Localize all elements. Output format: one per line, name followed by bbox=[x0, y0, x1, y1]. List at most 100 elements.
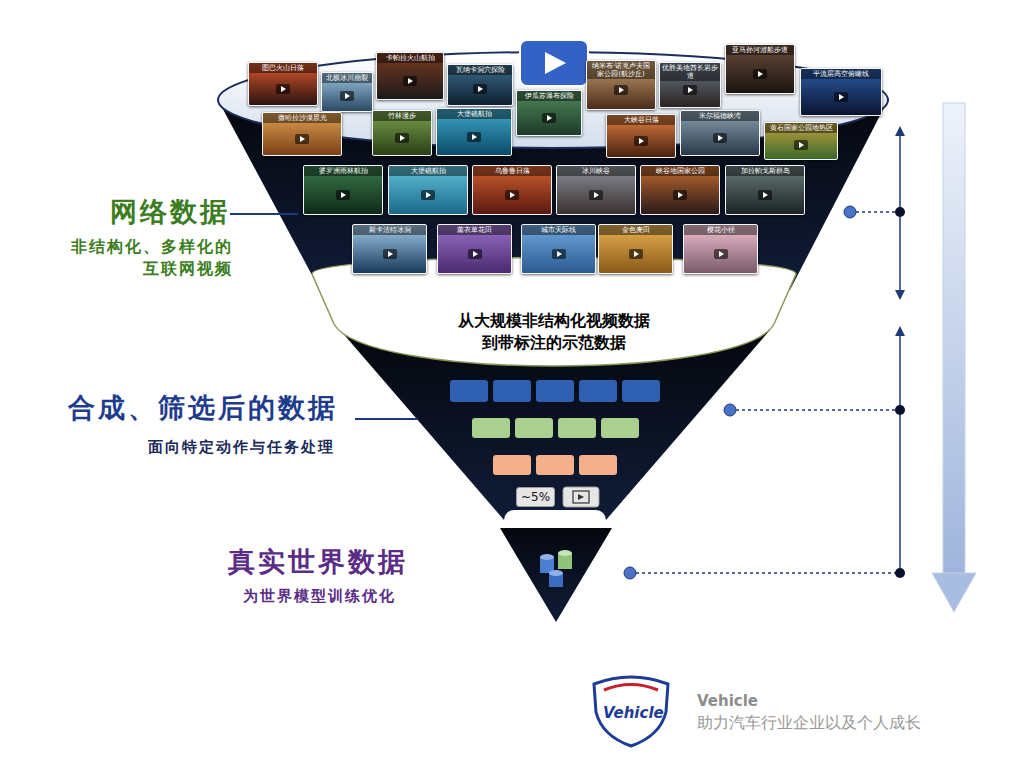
funnel-part bbox=[932, 573, 976, 612]
database-icon bbox=[540, 550, 572, 587]
thumbnail-title: 亚马孙河游船步道 bbox=[726, 45, 794, 55]
play-triangle bbox=[557, 251, 562, 257]
play-triangle bbox=[619, 87, 624, 93]
video-thumbnail: 薰衣草花田 bbox=[437, 224, 512, 274]
play-icon bbox=[614, 85, 628, 95]
play-icon bbox=[589, 190, 603, 200]
video-thumbnail: 冰川峡谷 bbox=[556, 165, 636, 215]
video-thumbnail: 北极冰川崩裂 bbox=[321, 72, 373, 112]
funnel-part bbox=[472, 418, 510, 438]
bottom-cone bbox=[500, 528, 612, 622]
video-thumbnail: 黄石国家公园地热区 bbox=[764, 122, 838, 160]
video-thumbnail: 斯卡法特冰洞 bbox=[352, 224, 427, 274]
play-icon bbox=[403, 76, 417, 86]
thumbnail-title: 金色麦田 bbox=[599, 225, 672, 235]
play-icon bbox=[542, 113, 556, 123]
funnel-part bbox=[493, 380, 531, 402]
video-thumbnail: 峡谷地国家公园 bbox=[640, 165, 720, 215]
thumbnail-title: 城市天际线 bbox=[522, 225, 595, 235]
play-triangle bbox=[594, 192, 599, 198]
video-thumbnail: 平流层高空俯瞰线 bbox=[800, 68, 882, 116]
video-thumbnail: 撒哈拉沙漠晨光 bbox=[262, 112, 342, 156]
video-thumbnail: 亚马孙河游船步道 bbox=[725, 44, 795, 94]
video-thumbnail: 婆罗洲雨林航拍 bbox=[303, 165, 383, 215]
section-subtitle: 面向特定动作与任务处理 bbox=[148, 438, 335, 457]
thumbnail-title: 大峡谷日落 bbox=[607, 115, 675, 125]
brand-name: Vehicle bbox=[697, 692, 758, 710]
funnel-part bbox=[895, 290, 905, 300]
video-logo bbox=[520, 40, 588, 86]
band-shape bbox=[312, 258, 796, 367]
play-triangle bbox=[763, 192, 768, 198]
play-triangle bbox=[510, 192, 515, 198]
play-triangle bbox=[388, 251, 393, 257]
thumbnail-title: 卡帕拉火山航拍 bbox=[377, 53, 443, 63]
thumbnail-title: 薰衣草花田 bbox=[438, 225, 511, 235]
video-thumbnail: 优胜美地酋长岩步道 bbox=[659, 62, 721, 108]
video-thumbnail: 樱花小径 bbox=[683, 224, 758, 274]
thumbnail-title: 竹林漫步 bbox=[373, 111, 431, 121]
play-triangle bbox=[426, 192, 431, 198]
flow-arrow bbox=[932, 103, 976, 612]
leader-line bbox=[355, 418, 418, 420]
section-heading: 合成、筛选后的数据 bbox=[68, 390, 338, 426]
play-triangle bbox=[719, 251, 724, 257]
funnel-part bbox=[549, 570, 563, 576]
funnel-part bbox=[850, 211, 900, 213]
video-thumbnail: 纳米布·诺克卢夫国家公园(航沙丘) bbox=[586, 60, 656, 110]
logo-text: Vehicle bbox=[603, 704, 664, 722]
play-triangle bbox=[688, 87, 693, 93]
funnel-part bbox=[540, 554, 554, 560]
funnel-part bbox=[724, 404, 736, 416]
video-thumbnail: 乌鲁鲁日落 bbox=[472, 165, 552, 215]
section-subtitle: 非结构化、多样化的 互联网视频 bbox=[63, 236, 233, 280]
play-triangle bbox=[281, 86, 286, 92]
play-icon bbox=[629, 249, 643, 259]
funnel-part bbox=[895, 326, 905, 336]
funnel-part bbox=[943, 103, 965, 575]
funnel-part bbox=[895, 405, 905, 415]
play-triangle bbox=[478, 86, 483, 92]
video-thumbnail: 米尔福德峡湾 bbox=[680, 110, 760, 156]
play-icon bbox=[834, 92, 848, 102]
thumbnail-title: 撒哈拉沙漠晨光 bbox=[263, 113, 341, 123]
video-thumbnail: 卡帕拉火山航拍 bbox=[376, 52, 444, 100]
video-thumbnail: 大堡礁航拍 bbox=[388, 165, 468, 215]
funnel-part bbox=[536, 455, 574, 475]
thumbnail-title: 平流层高空俯瞰线 bbox=[801, 69, 881, 79]
thumbnail-title: 纳米布·诺克卢夫国家公园(航沙丘) bbox=[587, 61, 655, 79]
video-thumbnail: 城市天际线 bbox=[521, 224, 596, 274]
thumbnail-title: 樱花小径 bbox=[684, 225, 757, 235]
video-thumbnail: 伊瓜苏瀑布探险 bbox=[516, 90, 582, 136]
play-icon bbox=[383, 249, 397, 259]
play-icon bbox=[468, 249, 482, 259]
green-blocks bbox=[472, 418, 639, 438]
funnel-part bbox=[515, 418, 553, 438]
video-thumbnail: 图巴火山日落 bbox=[248, 62, 318, 106]
video-thumbnail: 瓦纳卡洞穴探险 bbox=[447, 64, 513, 106]
play-icon bbox=[634, 136, 648, 146]
video-thumbnail: 加拉帕戈斯群岛 bbox=[725, 165, 805, 215]
funnel-part bbox=[563, 487, 599, 507]
play-triangle bbox=[341, 192, 346, 198]
play-icon bbox=[276, 84, 290, 94]
thumbnail-title: 米尔福德峡湾 bbox=[681, 111, 759, 121]
funnel-part bbox=[558, 418, 596, 438]
funnel-part bbox=[604, 685, 658, 691]
funnel-part bbox=[730, 409, 900, 411]
play-icon bbox=[473, 84, 487, 94]
brand-slogan: 助力汽车行业企业以及个人成长 bbox=[697, 713, 921, 734]
play-triangle bbox=[472, 134, 477, 140]
section-subtitle-box: 非结构化、多样化的 互联网视频 bbox=[63, 236, 233, 280]
play-icon bbox=[336, 190, 350, 200]
logo-text-box: Vehicle bbox=[603, 704, 664, 722]
logo-shield bbox=[594, 677, 668, 746]
play-triangle bbox=[639, 138, 644, 144]
thumbnail-title: 瓦纳卡洞穴探险 bbox=[448, 65, 512, 75]
thumbnail-title: 优胜美地酋长岩步道 bbox=[660, 63, 720, 81]
funnel-part bbox=[578, 494, 584, 500]
funnel-part bbox=[579, 380, 617, 402]
funnel-part bbox=[624, 567, 636, 579]
funnel-part bbox=[558, 550, 572, 556]
